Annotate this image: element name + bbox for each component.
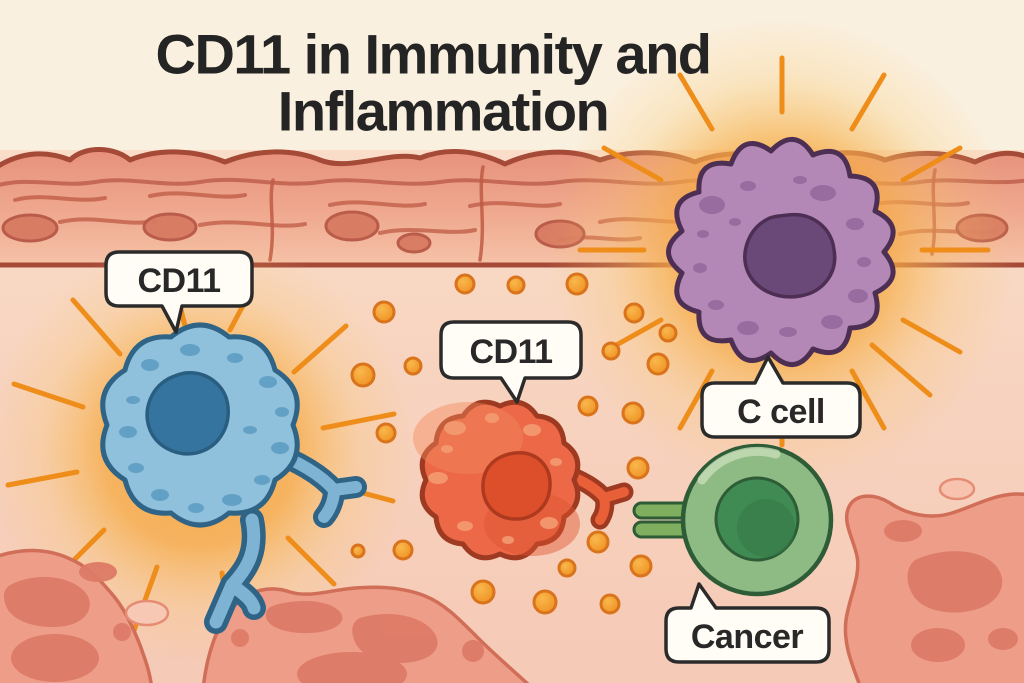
- tissue-blob-right: [843, 477, 1024, 683]
- cd11-immune-cell-blue: [100, 322, 367, 634]
- label-bubbles: CD11 CD11 C cell Cancer: [104, 250, 862, 664]
- purple-cell-nucleus: [743, 212, 837, 299]
- label-c-cell: C cell: [737, 393, 825, 431]
- tissue-blob-left: [0, 548, 153, 683]
- red-cell-nucleus: [481, 451, 552, 521]
- tissue-blob-center: [202, 585, 530, 683]
- c-cell-purple: [666, 137, 896, 367]
- blue-cell-nucleus: [145, 371, 230, 456]
- title-block: CD11 in Immunity and Inflammation: [156, 23, 713, 143]
- bubble-cancer: [664, 582, 831, 664]
- tissue-vesicle-small: [124, 599, 170, 627]
- page-title-line1: CD11 in Immunity and: [156, 23, 711, 86]
- page-title-line2: Inflammation: [278, 80, 608, 143]
- green-cell-nucleus-shade: [737, 499, 795, 557]
- bubble-c-cell: [700, 355, 862, 439]
- purple-cell-spots: [693, 176, 871, 337]
- cytokine-dots: [350, 272, 678, 615]
- label-cd11-left: CD11: [137, 262, 220, 300]
- bubble-cd11-left: [104, 250, 254, 334]
- green-cell-prongs: [632, 501, 696, 539]
- green-cell-highlight: [697, 446, 781, 485]
- label-cd11-center: CD11: [469, 333, 552, 371]
- red-cell-spots: [428, 413, 562, 544]
- cancer-cell-green: [632, 443, 834, 597]
- bottom-tissue-blobs: [0, 477, 1024, 683]
- cd11-immune-cell-red: [413, 399, 634, 561]
- blue-cell-spots: [119, 344, 289, 513]
- label-cancer: Cancer: [691, 618, 804, 656]
- bubble-cd11-center: [439, 320, 583, 404]
